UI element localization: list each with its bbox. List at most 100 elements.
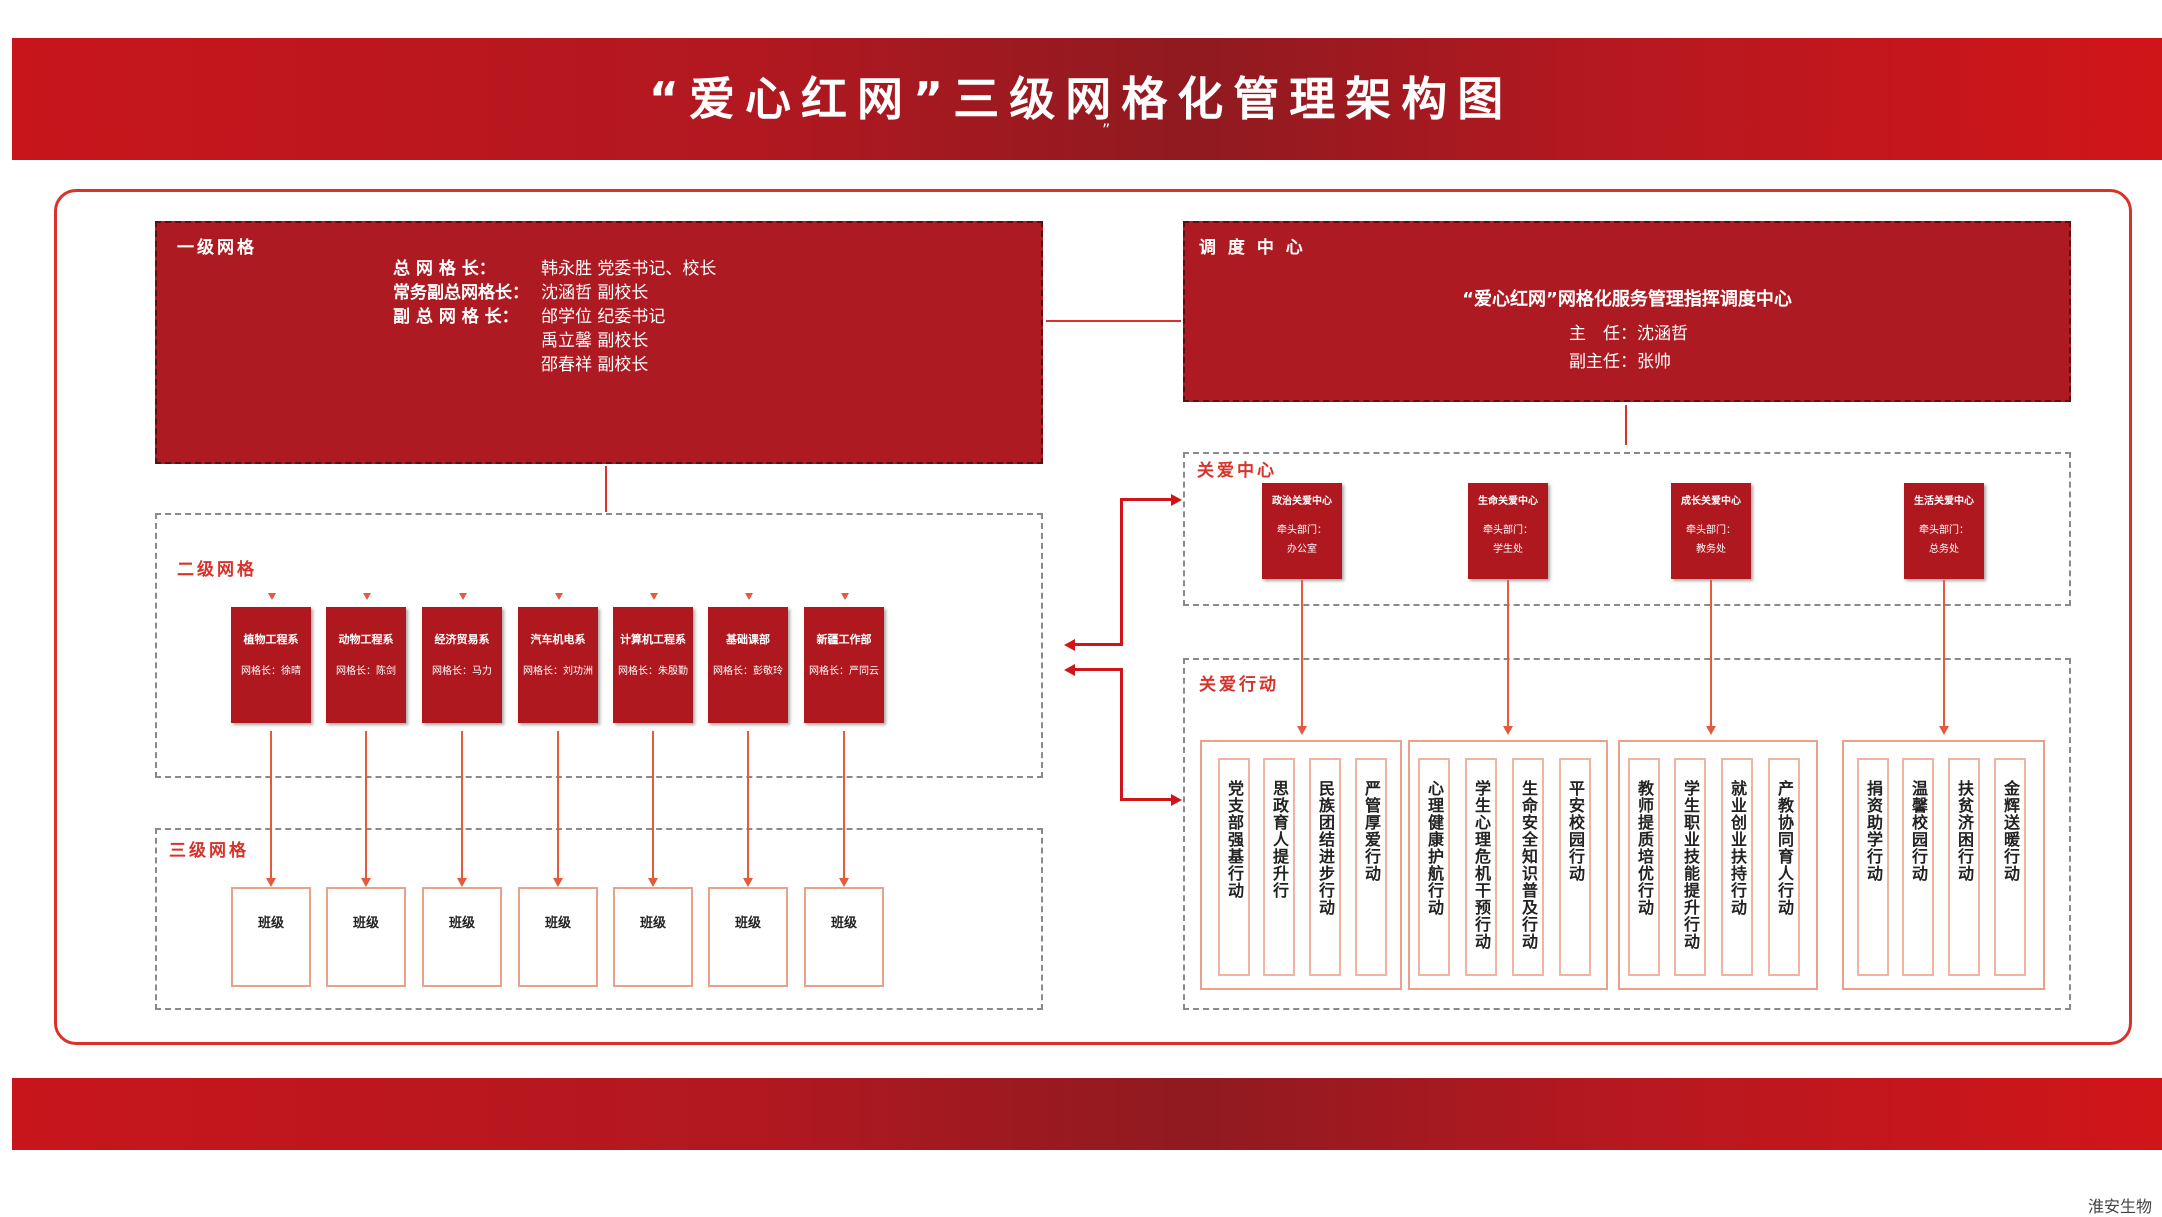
connector-line bbox=[1120, 498, 1172, 501]
care-center-label: 关爱中心 bbox=[1197, 461, 1277, 481]
connector-line bbox=[557, 731, 559, 878]
dispatch-director: 主 任：沈涵哲 bbox=[1569, 324, 1688, 344]
connector-line bbox=[1710, 580, 1712, 727]
action-item: 心理健康护航行动 bbox=[1418, 758, 1450, 976]
dept-card: 经济贸易系网格长：马力 bbox=[422, 607, 502, 723]
connector-line bbox=[1046, 320, 1181, 322]
arrow-down-icon bbox=[745, 593, 753, 600]
action-item: 产教协同育人行动 bbox=[1768, 758, 1800, 976]
arrow-down-icon bbox=[839, 878, 849, 887]
action-item: 生命安全知识普及行动 bbox=[1512, 758, 1544, 976]
action-item: 金辉送暖行动 bbox=[1994, 758, 2026, 976]
care-unit-card: 生活关爱中心牵头部门：总务处 bbox=[1904, 483, 1984, 579]
dispatch-label: 调 度 中 心 bbox=[1199, 238, 1306, 258]
level3-label: 三级网格 bbox=[169, 841, 249, 861]
arrow-down-icon bbox=[268, 593, 276, 600]
arrow-left-icon bbox=[1064, 639, 1075, 651]
care-unit-card: 成长关爱中心牵头部门：教务处 bbox=[1671, 483, 1751, 579]
arrow-left-icon bbox=[1064, 664, 1075, 676]
action-item: 党支部强基行动 bbox=[1218, 758, 1250, 976]
class-box: 班级 bbox=[613, 887, 693, 987]
class-box: 班级 bbox=[708, 887, 788, 987]
connector-line bbox=[747, 731, 749, 878]
action-item: 严管厚爱行动 bbox=[1355, 758, 1387, 976]
care-action-label: 关爱行动 bbox=[1199, 675, 1279, 695]
action-item: 学生心理危机干预行动 bbox=[1465, 758, 1497, 976]
leader-row: 邵春祥 副校长 bbox=[541, 355, 649, 375]
dept-card: 动物工程系网格长：陈剑 bbox=[326, 607, 406, 723]
dept-card: 汽车机电系网格长：刘功洲 bbox=[518, 607, 598, 723]
arrow-down-icon bbox=[648, 878, 658, 887]
dispatch-name: “爱心红网”网格化服务管理指挥调度中心 bbox=[1462, 289, 1792, 310]
dept-card: 基础课部网格长：彭敬玲 bbox=[708, 607, 788, 723]
arrow-down-icon bbox=[457, 878, 467, 887]
care-action-box: 关爱行动 bbox=[1183, 658, 2071, 1010]
action-item: 扶贫济困行动 bbox=[1948, 758, 1980, 976]
arrow-down-icon bbox=[1503, 726, 1513, 735]
connector-line bbox=[461, 731, 463, 878]
class-box: 班级 bbox=[804, 887, 884, 987]
header-banner bbox=[12, 38, 2162, 160]
level1-label: 一级网格 bbox=[177, 238, 257, 258]
leader-row: 禹立馨 副校长 bbox=[541, 331, 649, 351]
stray-mark: ” bbox=[1102, 120, 1111, 139]
leader-row: 总 网 格 长：韩永胜 党委书记、校长 bbox=[393, 259, 717, 279]
arrow-down-icon bbox=[1706, 726, 1716, 735]
connector-line bbox=[652, 731, 654, 878]
arrow-down-icon bbox=[266, 878, 276, 887]
connector-line bbox=[1301, 580, 1303, 727]
connector-line bbox=[365, 731, 367, 878]
action-item: 教师提质培优行动 bbox=[1628, 758, 1660, 976]
class-box: 班级 bbox=[326, 887, 406, 987]
dept-card: 新疆工作部网格长：严同云 bbox=[804, 607, 884, 723]
footer-watermark: 淮安生物 bbox=[2088, 1197, 2153, 1216]
action-item: 就业创业扶持行动 bbox=[1721, 758, 1753, 976]
action-item: 平安校园行动 bbox=[1559, 758, 1591, 976]
connector-line bbox=[1075, 668, 1123, 671]
connector-line bbox=[1943, 580, 1945, 727]
arrow-down-icon bbox=[363, 593, 371, 600]
connector-line bbox=[1120, 668, 1123, 800]
class-box: 班级 bbox=[422, 887, 502, 987]
arrow-down-icon bbox=[1939, 726, 1949, 735]
connector-line bbox=[270, 731, 272, 878]
action-item: 捐资助学行动 bbox=[1857, 758, 1889, 976]
connector-line bbox=[1120, 498, 1123, 644]
care-center-box: 关爱中心 bbox=[1183, 452, 2071, 606]
arrow-down-icon bbox=[459, 593, 467, 600]
arrow-down-icon bbox=[555, 593, 563, 600]
dispatch-box: 调 度 中 心 “爱心红网”网格化服务管理指挥调度中心 主 任：沈涵哲 副主任：… bbox=[1183, 221, 2071, 402]
dept-card: 计算机工程系网格长：朱殷勤 bbox=[613, 607, 693, 723]
dispatch-deputy: 副主任：张帅 bbox=[1569, 352, 1671, 372]
connector-line bbox=[605, 466, 607, 512]
leader-row: 常务副总网格长：沈涵哲 副校长 bbox=[393, 283, 649, 303]
action-item: 民族团结进步行动 bbox=[1309, 758, 1341, 976]
class-box: 班级 bbox=[518, 887, 598, 987]
arrow-right-icon bbox=[1171, 794, 1182, 806]
level1-box: 一级网格 总 网 格 长：韩永胜 党委书记、校长 常务副总网格长：沈涵哲 副校长… bbox=[155, 221, 1043, 464]
connector-line bbox=[1120, 798, 1172, 801]
level2-label: 二级网格 bbox=[177, 560, 257, 580]
care-unit-card: 政治关爱中心牵头部门：办公室 bbox=[1262, 483, 1342, 579]
footer-banner bbox=[12, 1078, 2162, 1150]
level2-box: 二级网格 bbox=[155, 513, 1043, 778]
level1-leaders: 总 网 格 长：韩永胜 党委书记、校长 常务副总网格长：沈涵哲 副校长 副 总 … bbox=[393, 257, 716, 377]
action-item: 温馨校园行动 bbox=[1902, 758, 1934, 976]
diagram-frame bbox=[54, 189, 2132, 1045]
arrow-down-icon bbox=[650, 593, 658, 600]
level3-box: 三级网格 bbox=[155, 828, 1043, 1010]
arrow-down-icon bbox=[361, 878, 371, 887]
action-item: 思政育人提升行 bbox=[1263, 758, 1295, 976]
arrow-right-icon bbox=[1171, 494, 1182, 506]
class-box: 班级 bbox=[231, 887, 311, 987]
care-unit-card: 生命关爱中心牵头部门：学生处 bbox=[1468, 483, 1548, 579]
arrow-down-icon bbox=[841, 593, 849, 600]
action-item: 学生职业技能提升行动 bbox=[1674, 758, 1706, 976]
arrow-down-icon bbox=[743, 878, 753, 887]
arrow-down-icon bbox=[553, 878, 563, 887]
connector-line bbox=[1625, 405, 1627, 445]
dept-card: 植物工程系网格长：徐晴 bbox=[231, 607, 311, 723]
connector-line bbox=[1075, 643, 1123, 646]
leader-row: 副 总 网 格 长：邰学位 纪委书记 bbox=[393, 307, 666, 327]
page-title: “爱心红网”三级网格化管理架构图 bbox=[648, 72, 1514, 126]
